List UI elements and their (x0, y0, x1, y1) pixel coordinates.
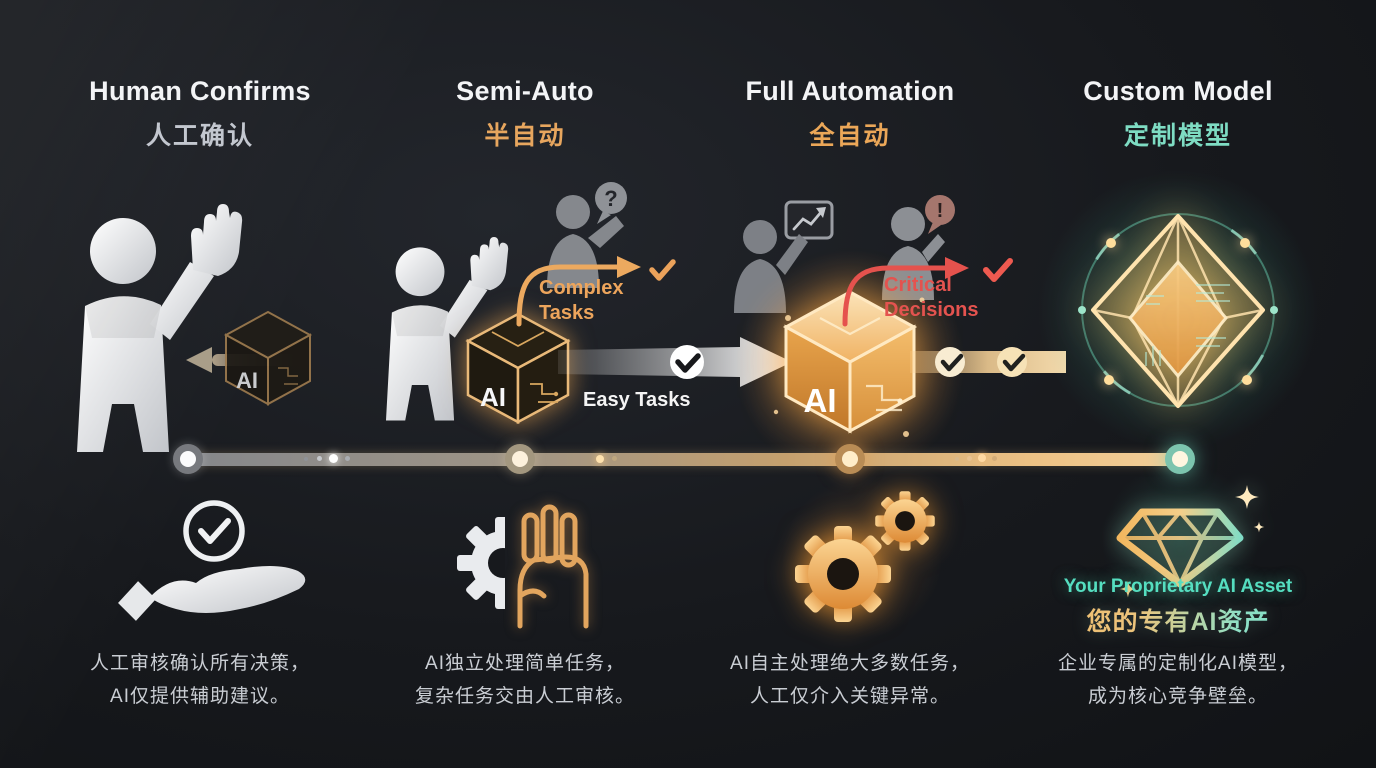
stage-desc-custom-model: 企业专属的定制化AI模型， 成为核心竞争壁垒。 (1008, 648, 1348, 713)
timeline-dot (329, 454, 338, 463)
asset-title-en: Your Proprietary AI Asset (1063, 576, 1293, 597)
desc-line: AI独立处理简单任务， (425, 653, 625, 674)
check-icon-dark (675, 353, 701, 373)
stage-title-cn: 全自动 (809, 122, 891, 150)
stage-title-en: Semi-Auto (456, 76, 594, 106)
stage-header-full-automation: Full Automation 全自动 (680, 76, 1020, 152)
desc-line: 复杂任务交由人工审核。 (414, 685, 635, 707)
stage-title-cn: 半自动 (484, 122, 566, 150)
asset-callout: Your Proprietary AI Asset 您的专有AI资产 (1008, 576, 1348, 638)
monitor-chart-icon (784, 200, 834, 240)
desc-line: 人工仅介入关键异常。 (749, 685, 950, 707)
diamond-icon (1116, 485, 1265, 598)
stage-desc-full-automation: AI自主处理绝大多数任务， 人工仅介入关键异常。 (680, 648, 1020, 713)
person-question-icon: ? (547, 182, 627, 288)
timeline-dot (317, 456, 322, 461)
timeline-dot (596, 455, 604, 463)
stage-title-cn: 定制模型 (1123, 122, 1232, 150)
person-alert-icon: ! (882, 195, 955, 300)
automation-band (910, 347, 1066, 377)
hand-check-icon (113, 500, 306, 626)
timeline-node-core (180, 451, 196, 467)
complex-tasks-arrow (516, 256, 676, 327)
question-glyph: ? (604, 186, 617, 211)
stage-title-en: Custom Model (1083, 76, 1273, 106)
desc-line: 成为核心竞争壁垒。 (1087, 685, 1268, 707)
timeline-dot (612, 456, 617, 461)
human-silhouette-large (77, 204, 243, 452)
orbit-dots-teal (1078, 306, 1278, 314)
stage-header-semi-auto: Semi-Auto 半自动 (355, 76, 695, 152)
check-icon-dark (940, 353, 964, 372)
stage-header-human-confirms: Human Confirms 人工确认 (30, 76, 370, 152)
asset-title-cn: 您的专有AI资产 (1008, 602, 1348, 638)
stage-title-en: Human Confirms (89, 76, 311, 106)
cube-sparkles (773, 297, 925, 437)
desc-line: 企业专属的定制化AI模型， (1058, 653, 1298, 674)
desc-line: AI自主处理绝大多数任务， (730, 653, 970, 674)
timeline-dot (967, 456, 972, 461)
timeline-node-core (842, 451, 858, 467)
timeline-node-1 (173, 444, 203, 474)
critical-decisions-arrow (842, 257, 1013, 327)
label-easy-tasks: Easy Tasks (583, 389, 691, 411)
ai-cube-dim: AI (223, 310, 313, 406)
gears-icon (795, 491, 935, 622)
easy-tasks-arrow (558, 337, 792, 387)
stage-title-cn: 人工确认 (145, 122, 254, 150)
orbit-dots (1104, 238, 1252, 385)
ai-cube-gold: AI (465, 312, 571, 425)
stage-title-en: Full Automation (745, 76, 955, 106)
desc-line: AI仅提供辅助建议。 (110, 685, 290, 707)
timeline-node-core (512, 451, 528, 467)
timeline-node-2 (505, 444, 535, 474)
timeline-node-4 (1165, 444, 1195, 474)
stage-header-custom-model: Custom Model 定制模型 (1008, 76, 1348, 152)
timeline-node-3 (835, 444, 865, 474)
person-watching-icon (734, 220, 808, 313)
check-icon-orange (649, 259, 676, 281)
timeline-dot (955, 457, 959, 461)
timeline-dot (304, 457, 308, 461)
crystal-data-lines (1145, 284, 1230, 366)
timeline-dot (978, 454, 986, 462)
check-icon-red (983, 258, 1013, 282)
cube-label: AI (804, 382, 837, 419)
desc-line: 人工审核确认所有决策， (89, 653, 310, 674)
ai-cube-bright: AI (782, 290, 918, 434)
label-complex-tasks: Complex Tasks (539, 277, 624, 324)
timeline-dot (345, 456, 350, 461)
stage-desc-semi-auto: AI独立处理简单任务， 复杂任务交由人工审核。 (355, 648, 695, 713)
crystal-illustration (1038, 170, 1318, 450)
stage-desc-human-confirms: 人工审核确认所有决策， AI仅提供辅助建议。 (30, 648, 370, 713)
timeline-dot (992, 456, 997, 461)
check-icon-dark (1002, 353, 1026, 372)
cube-label: AI (236, 368, 258, 393)
timeline-bar (185, 453, 1185, 466)
exclamation-glyph: ! (937, 200, 944, 222)
label-critical-decisions: Critical Decisions (884, 274, 979, 321)
gear-hand-icon (457, 504, 589, 629)
timeline-node-core (1172, 451, 1188, 467)
cube-label: AI (480, 382, 506, 412)
